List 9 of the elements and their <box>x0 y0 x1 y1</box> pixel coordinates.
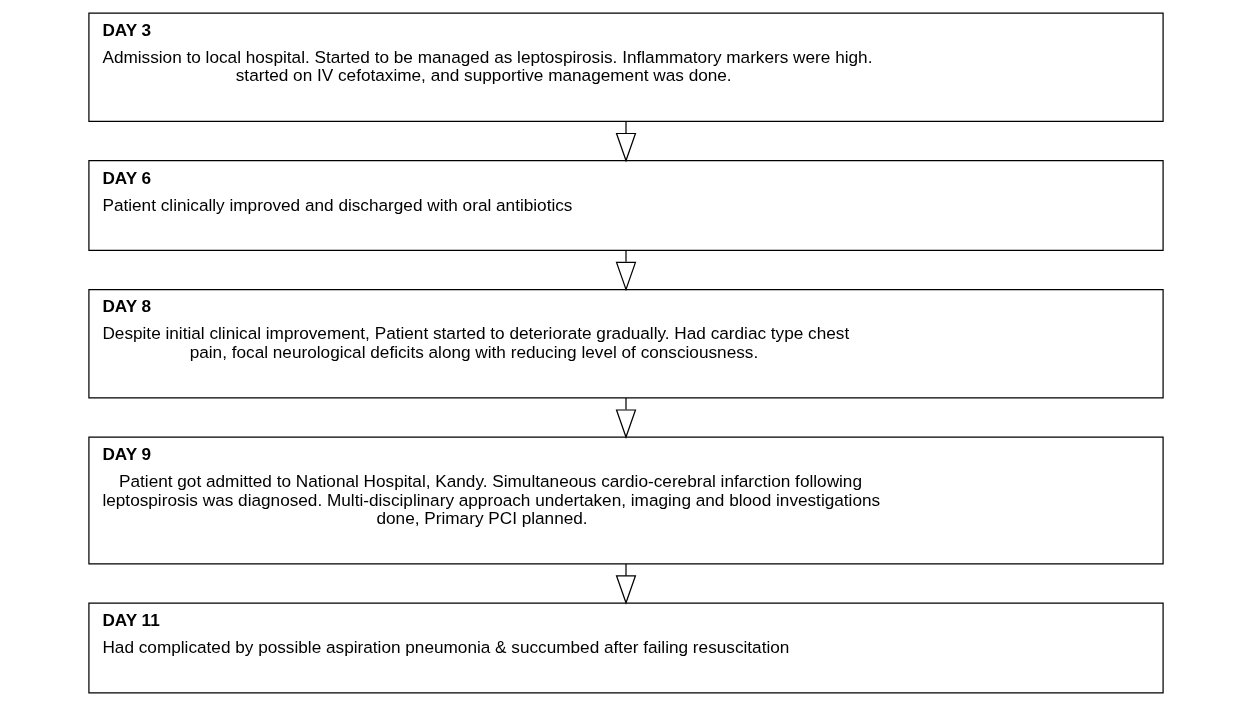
arrow <box>615 120 637 163</box>
node-box: DAY 6 Patient clinically improved and discharged with oral antibiotics <box>88 160 1164 251</box>
arrow <box>615 563 637 605</box>
arrow <box>615 249 637 292</box>
node-box: DAY 8 Despite initial clinical improvement, Patient started to deteriorate gradually. Had cardiac type chest pain, focal neurological deficits along with reducing level of consciousness. <box>88 289 1164 399</box>
node-box: DAY 3 Admission to local hospital. Started to be managed as leptospirosis. Inflammatory markers were high. started on IV cefotaxime, and supportive management was done. <box>88 12 1164 122</box>
node-box: DAY 9 Patient got admitted to National Hospital, Kandy. Simultaneous cardio-cerebral infarction following leptospirosis was diagnosed. Multi-disciplinary approach undertaken, imaging and blood investigations done, Primary PCI planned. <box>88 436 1164 565</box>
node-box: DAY 11 Had complicated by possible aspiration pneumonia & succumbed after failing resuscitation <box>88 602 1164 694</box>
arrow <box>615 397 637 439</box>
